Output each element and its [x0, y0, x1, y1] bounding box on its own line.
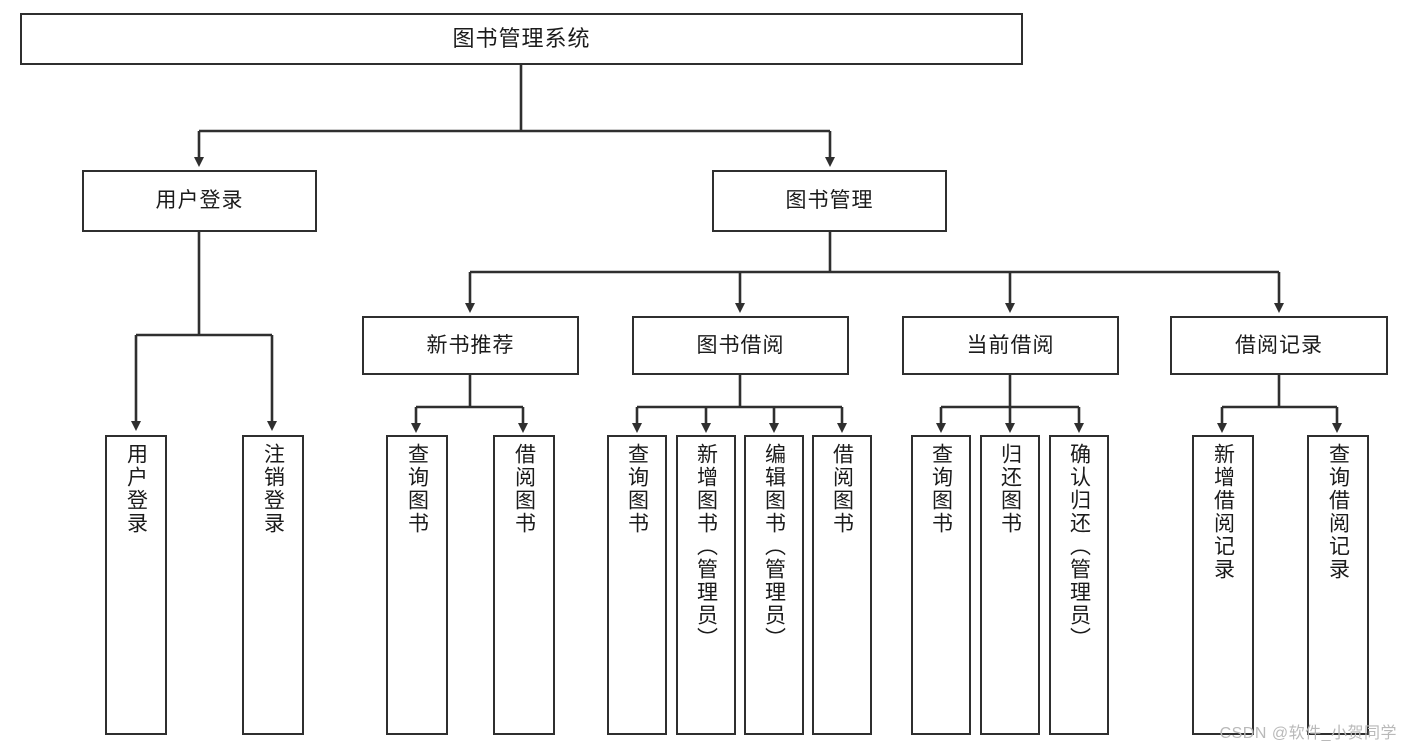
node-leaf-borrow-book-recommend[interactable]: 借阅图书	[493, 435, 555, 735]
node-leaf-add-borrow-record-label: 新增借阅记录	[1211, 443, 1235, 581]
node-leaf-query-book-borrow-label: 查询图书	[625, 443, 649, 535]
node-book-borrow[interactable]: 图书借阅	[632, 316, 849, 375]
node-new-book-recommend-label: 新书推荐	[426, 333, 515, 357]
node-user-login[interactable]: 用户登录	[82, 170, 317, 232]
watermark-text: CSDN @软件_小贺同学	[1219, 725, 1397, 742]
node-leaf-return-book[interactable]: 归还图书	[980, 435, 1040, 735]
node-leaf-query-borrow-record-label: 查询借阅记录	[1326, 443, 1350, 581]
node-user-login-label: 用户登录	[155, 189, 244, 213]
node-leaf-confirm-return-admin-label: 确认归还（管理员）	[1067, 443, 1091, 650]
node-current-borrow[interactable]: 当前借阅	[902, 316, 1119, 375]
node-leaf-add-borrow-record[interactable]: 新增借阅记录	[1192, 435, 1254, 735]
node-leaf-add-book-admin-label: 新增图书（管理员）	[694, 443, 718, 650]
node-new-book-recommend[interactable]: 新书推荐	[362, 316, 579, 375]
node-leaf-borrow-book-label: 借阅图书	[830, 443, 854, 535]
node-leaf-query-book-recommend[interactable]: 查询图书	[386, 435, 448, 735]
node-leaf-query-book-borrow[interactable]: 查询图书	[607, 435, 667, 735]
node-root-library-system[interactable]: 图书管理系统	[20, 13, 1023, 65]
node-book-management[interactable]: 图书管理	[712, 170, 947, 232]
node-leaf-borrow-book[interactable]: 借阅图书	[812, 435, 872, 735]
node-leaf-add-book-admin[interactable]: 新增图书（管理员）	[676, 435, 736, 735]
node-book-borrow-label: 图书借阅	[696, 333, 785, 357]
node-book-management-label: 图书管理	[785, 189, 874, 213]
node-leaf-edit-book-admin[interactable]: 编辑图书（管理员）	[744, 435, 804, 735]
node-leaf-query-book-current-label: 查询图书	[929, 443, 953, 535]
node-current-borrow-label: 当前借阅	[966, 333, 1055, 357]
node-root-label: 图书管理系统	[452, 25, 591, 51]
node-leaf-user-login-label: 用户登录	[124, 443, 148, 535]
node-leaf-edit-book-admin-label: 编辑图书（管理员）	[762, 443, 786, 650]
node-leaf-logout[interactable]: 注销登录	[242, 435, 304, 735]
node-leaf-query-book-current[interactable]: 查询图书	[911, 435, 971, 735]
node-leaf-query-borrow-record[interactable]: 查询借阅记录	[1307, 435, 1369, 735]
node-leaf-borrow-book-recommend-label: 借阅图书	[512, 443, 536, 535]
node-leaf-confirm-return-admin[interactable]: 确认归还（管理员）	[1049, 435, 1109, 735]
node-leaf-return-book-label: 归还图书	[998, 443, 1022, 535]
node-leaf-query-book-recommend-label: 查询图书	[405, 443, 429, 535]
node-borrow-record[interactable]: 借阅记录	[1170, 316, 1388, 375]
node-borrow-record-label: 借阅记录	[1235, 333, 1323, 357]
node-leaf-logout-label: 注销登录	[261, 443, 285, 535]
node-leaf-user-login[interactable]: 用户登录	[105, 435, 167, 735]
